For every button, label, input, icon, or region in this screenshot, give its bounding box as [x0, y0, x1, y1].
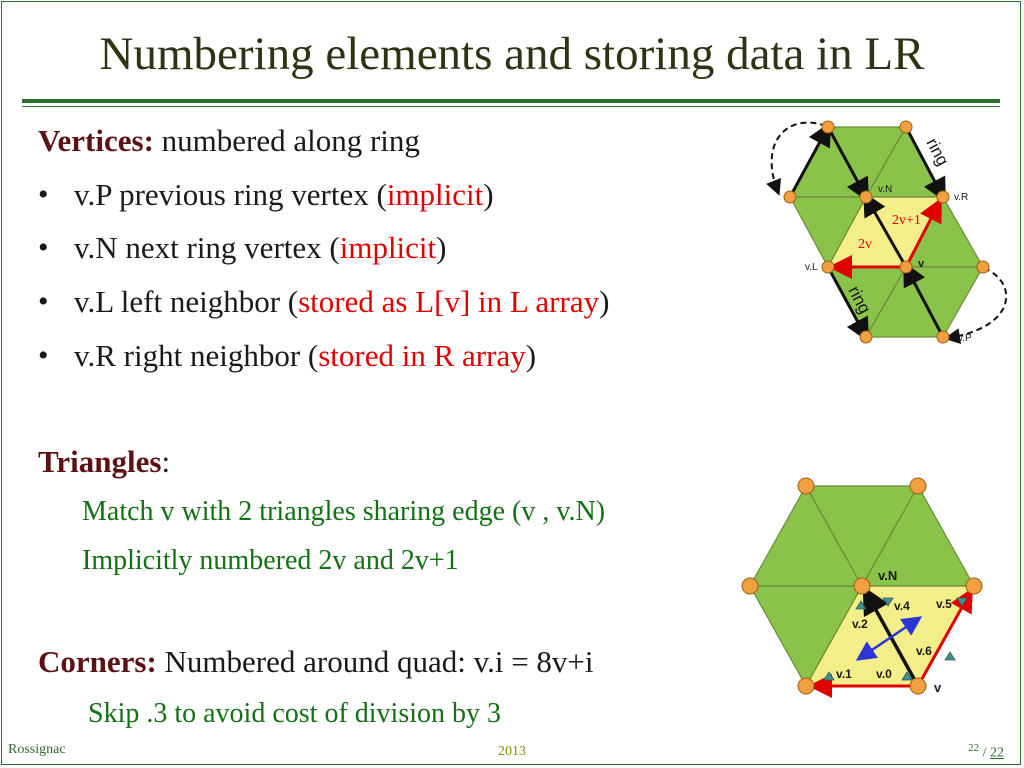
label-vl: v.L: [805, 262, 818, 273]
bullet-red-text: stored as L[v] in L array: [298, 284, 600, 319]
triangles-line: Triangles:: [38, 443, 170, 481]
bullet-red-text: implicit: [386, 177, 484, 212]
label-2v: 2v: [858, 237, 872, 252]
vertices-line: Vertices: numbered along ring: [38, 122, 420, 160]
bullet-red-text: stored in R array: [318, 338, 526, 373]
label-v: v: [934, 680, 942, 695]
bullet-text: v.N next ring vertex (: [74, 230, 340, 265]
triangles-line-1: Match v with 2 triangles sharing edge (v…: [82, 496, 606, 527]
corners-line-1: Skip .3 to avoid cost of division by 3: [88, 698, 501, 729]
corners-line: Corners: Numbered around quad: v.i = 8v+…: [38, 643, 594, 681]
ring-diagram: v.N v.R v.L v.P v 2v+1 2v ring ring: [766, 120, 1008, 345]
bullet-mark: •: [38, 231, 49, 264]
corner-label-6: v.6: [916, 644, 932, 658]
label-vn: v.N: [878, 184, 892, 195]
triangles-colon: :: [161, 444, 171, 479]
corner-label-1: v.1: [836, 667, 852, 681]
corners-heading: Corners:: [38, 644, 157, 679]
title-rule-thin: [22, 106, 1000, 107]
footer-page-number: 22 / 22: [968, 742, 1004, 762]
corner-label-2: v.2: [852, 617, 868, 631]
bullet-text-end: ): [436, 230, 447, 265]
bullet-vr: v.R right neighbor (stored in R array): [74, 337, 536, 375]
footer-year: 2013: [498, 744, 526, 759]
corner-label-5: v.5: [936, 597, 952, 611]
bullet-vl: v.L left neighbor (stored as L[v] in L a…: [74, 283, 609, 321]
bullet-mark: •: [38, 339, 49, 372]
label-v: v: [918, 258, 925, 270]
bullet-text-end: ): [525, 338, 537, 373]
footer-author: Rossignac: [8, 742, 66, 757]
label-vn: v.N: [878, 568, 897, 583]
bullet-vp: v.P previous ring vertex (implicit): [74, 176, 494, 214]
footer-page: 22: [968, 742, 980, 754]
label-2v-plus-1: 2v+1: [892, 213, 921, 228]
corners-text: Numbered around quad: v.i = 8v+i: [156, 644, 594, 679]
triangles-heading: Triangles: [38, 444, 162, 479]
bullet-red-text: implicit: [339, 230, 437, 265]
corner-label-0: v.0: [876, 667, 892, 681]
vertices-text: numbered along ring: [153, 123, 420, 158]
footer-separator: /: [982, 745, 987, 761]
bullet-text-end: ): [599, 284, 610, 319]
bullet-text-end: ): [483, 177, 494, 212]
bullet-text: v.R right neighbor (: [74, 338, 319, 373]
corners-diagram: v.N v v.4 v.5 v.2 v.6 v.1 v.0: [741, 477, 983, 698]
footer-total: 22: [990, 745, 1004, 761]
bullet-text: v.P previous ring vertex (: [74, 177, 387, 212]
slide-title: Numbering elements and storing data in L…: [99, 28, 925, 80]
bullet-vn: v.N next ring vertex (implicit): [74, 229, 446, 267]
bullet-mark: •: [38, 285, 49, 318]
vertices-heading: Vertices:: [38, 123, 154, 158]
bullet-mark: •: [38, 178, 49, 211]
label-vp: v.P: [958, 333, 972, 344]
corner-label-4: v.4: [894, 599, 910, 613]
title-rule: [22, 99, 1000, 103]
bullet-text: v.L left neighbor (: [74, 284, 299, 319]
label-vr: v.R: [954, 192, 968, 203]
triangles-line-2: Implicitly numbered 2v and 2v+1: [82, 545, 459, 576]
